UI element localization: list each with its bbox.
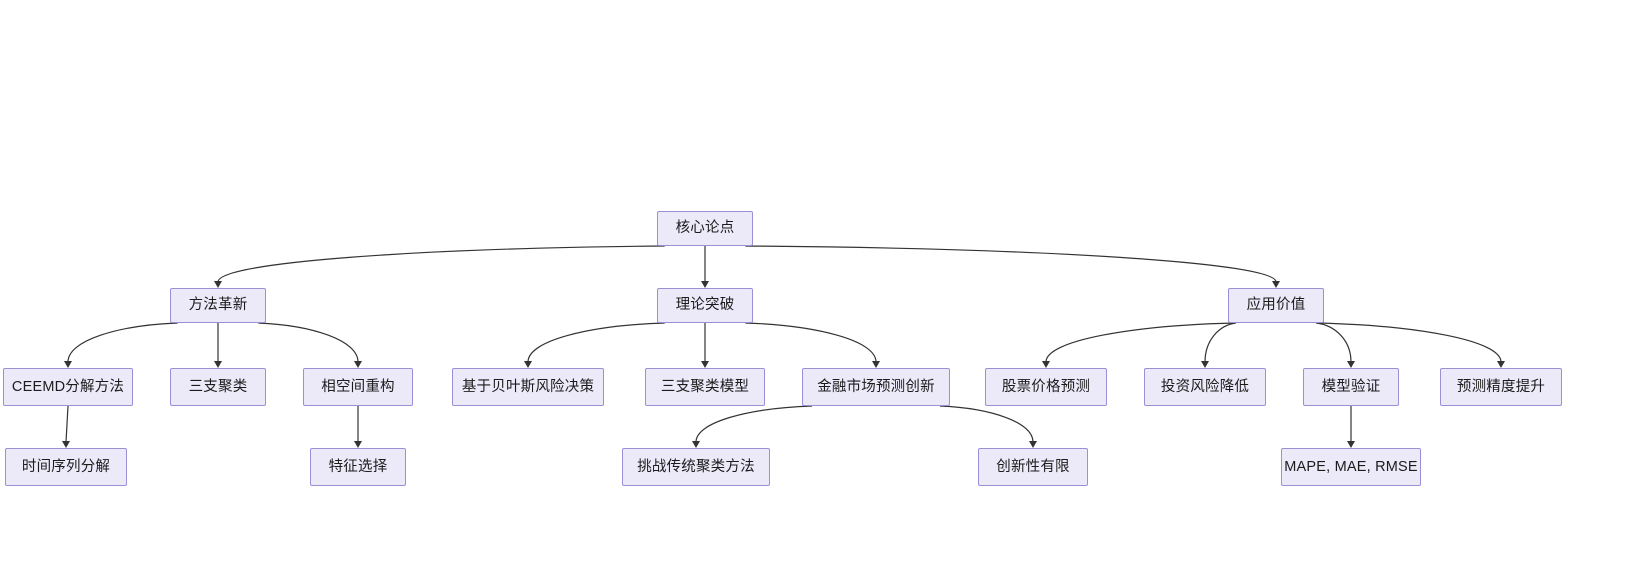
node-label: 模型验证 xyxy=(1321,378,1381,395)
node-label: 三支聚类模型 xyxy=(660,378,750,395)
arrowhead-l1a-to-l2b xyxy=(214,361,222,368)
node-label: 三支聚类 xyxy=(188,378,248,395)
arrowhead-l2a-to-l3a xyxy=(62,441,70,448)
node-label: 相空间重构 xyxy=(321,378,395,395)
node-l2b[interactable]: 三支聚类 xyxy=(170,368,266,406)
arrowhead-l1a-to-l2a xyxy=(64,361,72,368)
node-l2e[interactable]: 三支聚类模型 xyxy=(645,368,765,406)
edge-l1c-to-l2i xyxy=(1316,322,1352,363)
node-label: 投资风险降低 xyxy=(1160,378,1250,395)
arrowhead-l1b-to-l2d xyxy=(524,361,532,368)
edge-l1c-to-l2h xyxy=(1204,322,1236,363)
edge-l2f-to-l3c xyxy=(695,405,813,443)
edge-l1b-to-l2f xyxy=(745,322,877,363)
edge-root-to-l1a xyxy=(217,245,665,283)
node-label: 特征选择 xyxy=(328,458,388,475)
edge-l2a-to-l3a xyxy=(65,405,69,443)
node-label: MAPE, MAE, RMSE xyxy=(1284,458,1418,475)
arrowhead-root-to-l1a xyxy=(214,281,222,288)
node-label: 股票价格预测 xyxy=(1001,378,1091,395)
node-l1c[interactable]: 应用价值 xyxy=(1228,288,1324,323)
node-l2c[interactable]: 相空间重构 xyxy=(303,368,413,406)
node-label: CEEMD分解方法 xyxy=(11,378,125,395)
node-label: 应用价值 xyxy=(1246,297,1306,314)
node-label: 时间序列分解 xyxy=(21,458,111,475)
node-l2i[interactable]: 模型验证 xyxy=(1303,368,1399,406)
node-l2a[interactable]: CEEMD分解方法 xyxy=(3,368,133,406)
arrowhead-root-to-l1b xyxy=(701,281,709,288)
arrowhead-l1c-to-l2i xyxy=(1347,361,1355,368)
node-label: 方法革新 xyxy=(188,297,248,314)
node-l1a[interactable]: 方法革新 xyxy=(170,288,266,323)
edge-l1b-to-l2d xyxy=(527,322,665,363)
node-label: 核心论点 xyxy=(675,220,735,237)
node-l1b[interactable]: 理论突破 xyxy=(657,288,753,323)
arrowhead-l1c-to-l2g xyxy=(1042,361,1050,368)
node-label: 创新性有限 xyxy=(996,458,1070,475)
node-label: 金融市场预测创新 xyxy=(817,378,935,395)
arrowhead-l2c-to-l3b xyxy=(354,441,362,448)
node-label: 挑战传统聚类方法 xyxy=(637,458,755,475)
arrowhead-l2i-to-l3e xyxy=(1347,441,1355,448)
node-l3e[interactable]: MAPE, MAE, RMSE xyxy=(1281,448,1421,486)
node-label: 理论突破 xyxy=(675,297,735,314)
edge-l1a-to-l2a xyxy=(67,322,178,363)
edge-l1c-to-l2j xyxy=(1316,322,1502,363)
node-l3d[interactable]: 创新性有限 xyxy=(978,448,1088,486)
node-l2d[interactable]: 基于贝叶斯风险决策 xyxy=(452,368,604,406)
arrowhead-l2f-to-l3c xyxy=(692,441,700,448)
edge-l2f-to-l3d xyxy=(939,405,1034,443)
edge-l1a-to-l2c xyxy=(258,322,359,363)
arrowhead-l1b-to-l2e xyxy=(701,361,709,368)
node-l2f[interactable]: 金融市场预测创新 xyxy=(802,368,950,406)
node-l3a[interactable]: 时间序列分解 xyxy=(5,448,127,486)
arrowhead-l1b-to-l2f xyxy=(872,361,880,368)
arrowhead-l1c-to-l2h xyxy=(1201,361,1209,368)
arrowhead-l1a-to-l2c xyxy=(354,361,362,368)
node-root[interactable]: 核心论点 xyxy=(657,211,753,246)
node-l3c[interactable]: 挑战传统聚类方法 xyxy=(622,448,770,486)
edge-l1c-to-l2g xyxy=(1045,322,1236,363)
arrowhead-l1c-to-l2j xyxy=(1497,361,1505,368)
edge-root-to-l1c xyxy=(745,245,1277,283)
node-l3b[interactable]: 特征选择 xyxy=(310,448,406,486)
node-label: 预测精度提升 xyxy=(1456,378,1546,395)
node-label: 基于贝叶斯风险决策 xyxy=(461,378,595,395)
node-l2j[interactable]: 预测精度提升 xyxy=(1440,368,1562,406)
node-l2h[interactable]: 投资风险降低 xyxy=(1144,368,1266,406)
node-l2g[interactable]: 股票价格预测 xyxy=(985,368,1107,406)
arrowhead-l2f-to-l3d xyxy=(1029,441,1037,448)
arrowhead-root-to-l1c xyxy=(1272,281,1280,288)
